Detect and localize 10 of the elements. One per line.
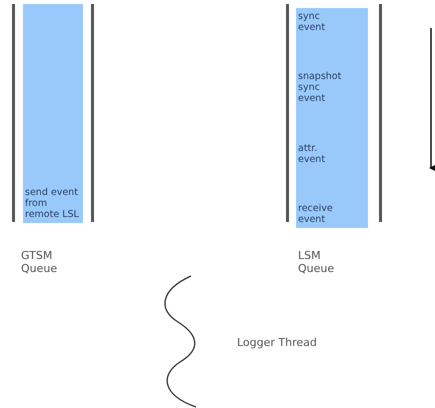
queue-entry: sync event	[298, 11, 326, 33]
queue-entry: receive event	[298, 202, 334, 225]
queue-bar	[296, 8, 368, 228]
queue-entry: send event from remote LSL	[25, 187, 80, 220]
thread-label: Logger Thread	[237, 336, 317, 349]
queue-entry: snapshot sync event	[298, 71, 342, 104]
queue-entry: attr. event	[298, 142, 326, 165]
queue-caption: GTSM Queue	[21, 249, 57, 275]
queue-caption: LSM Queue	[298, 249, 334, 275]
queue-bar	[23, 4, 83, 223]
